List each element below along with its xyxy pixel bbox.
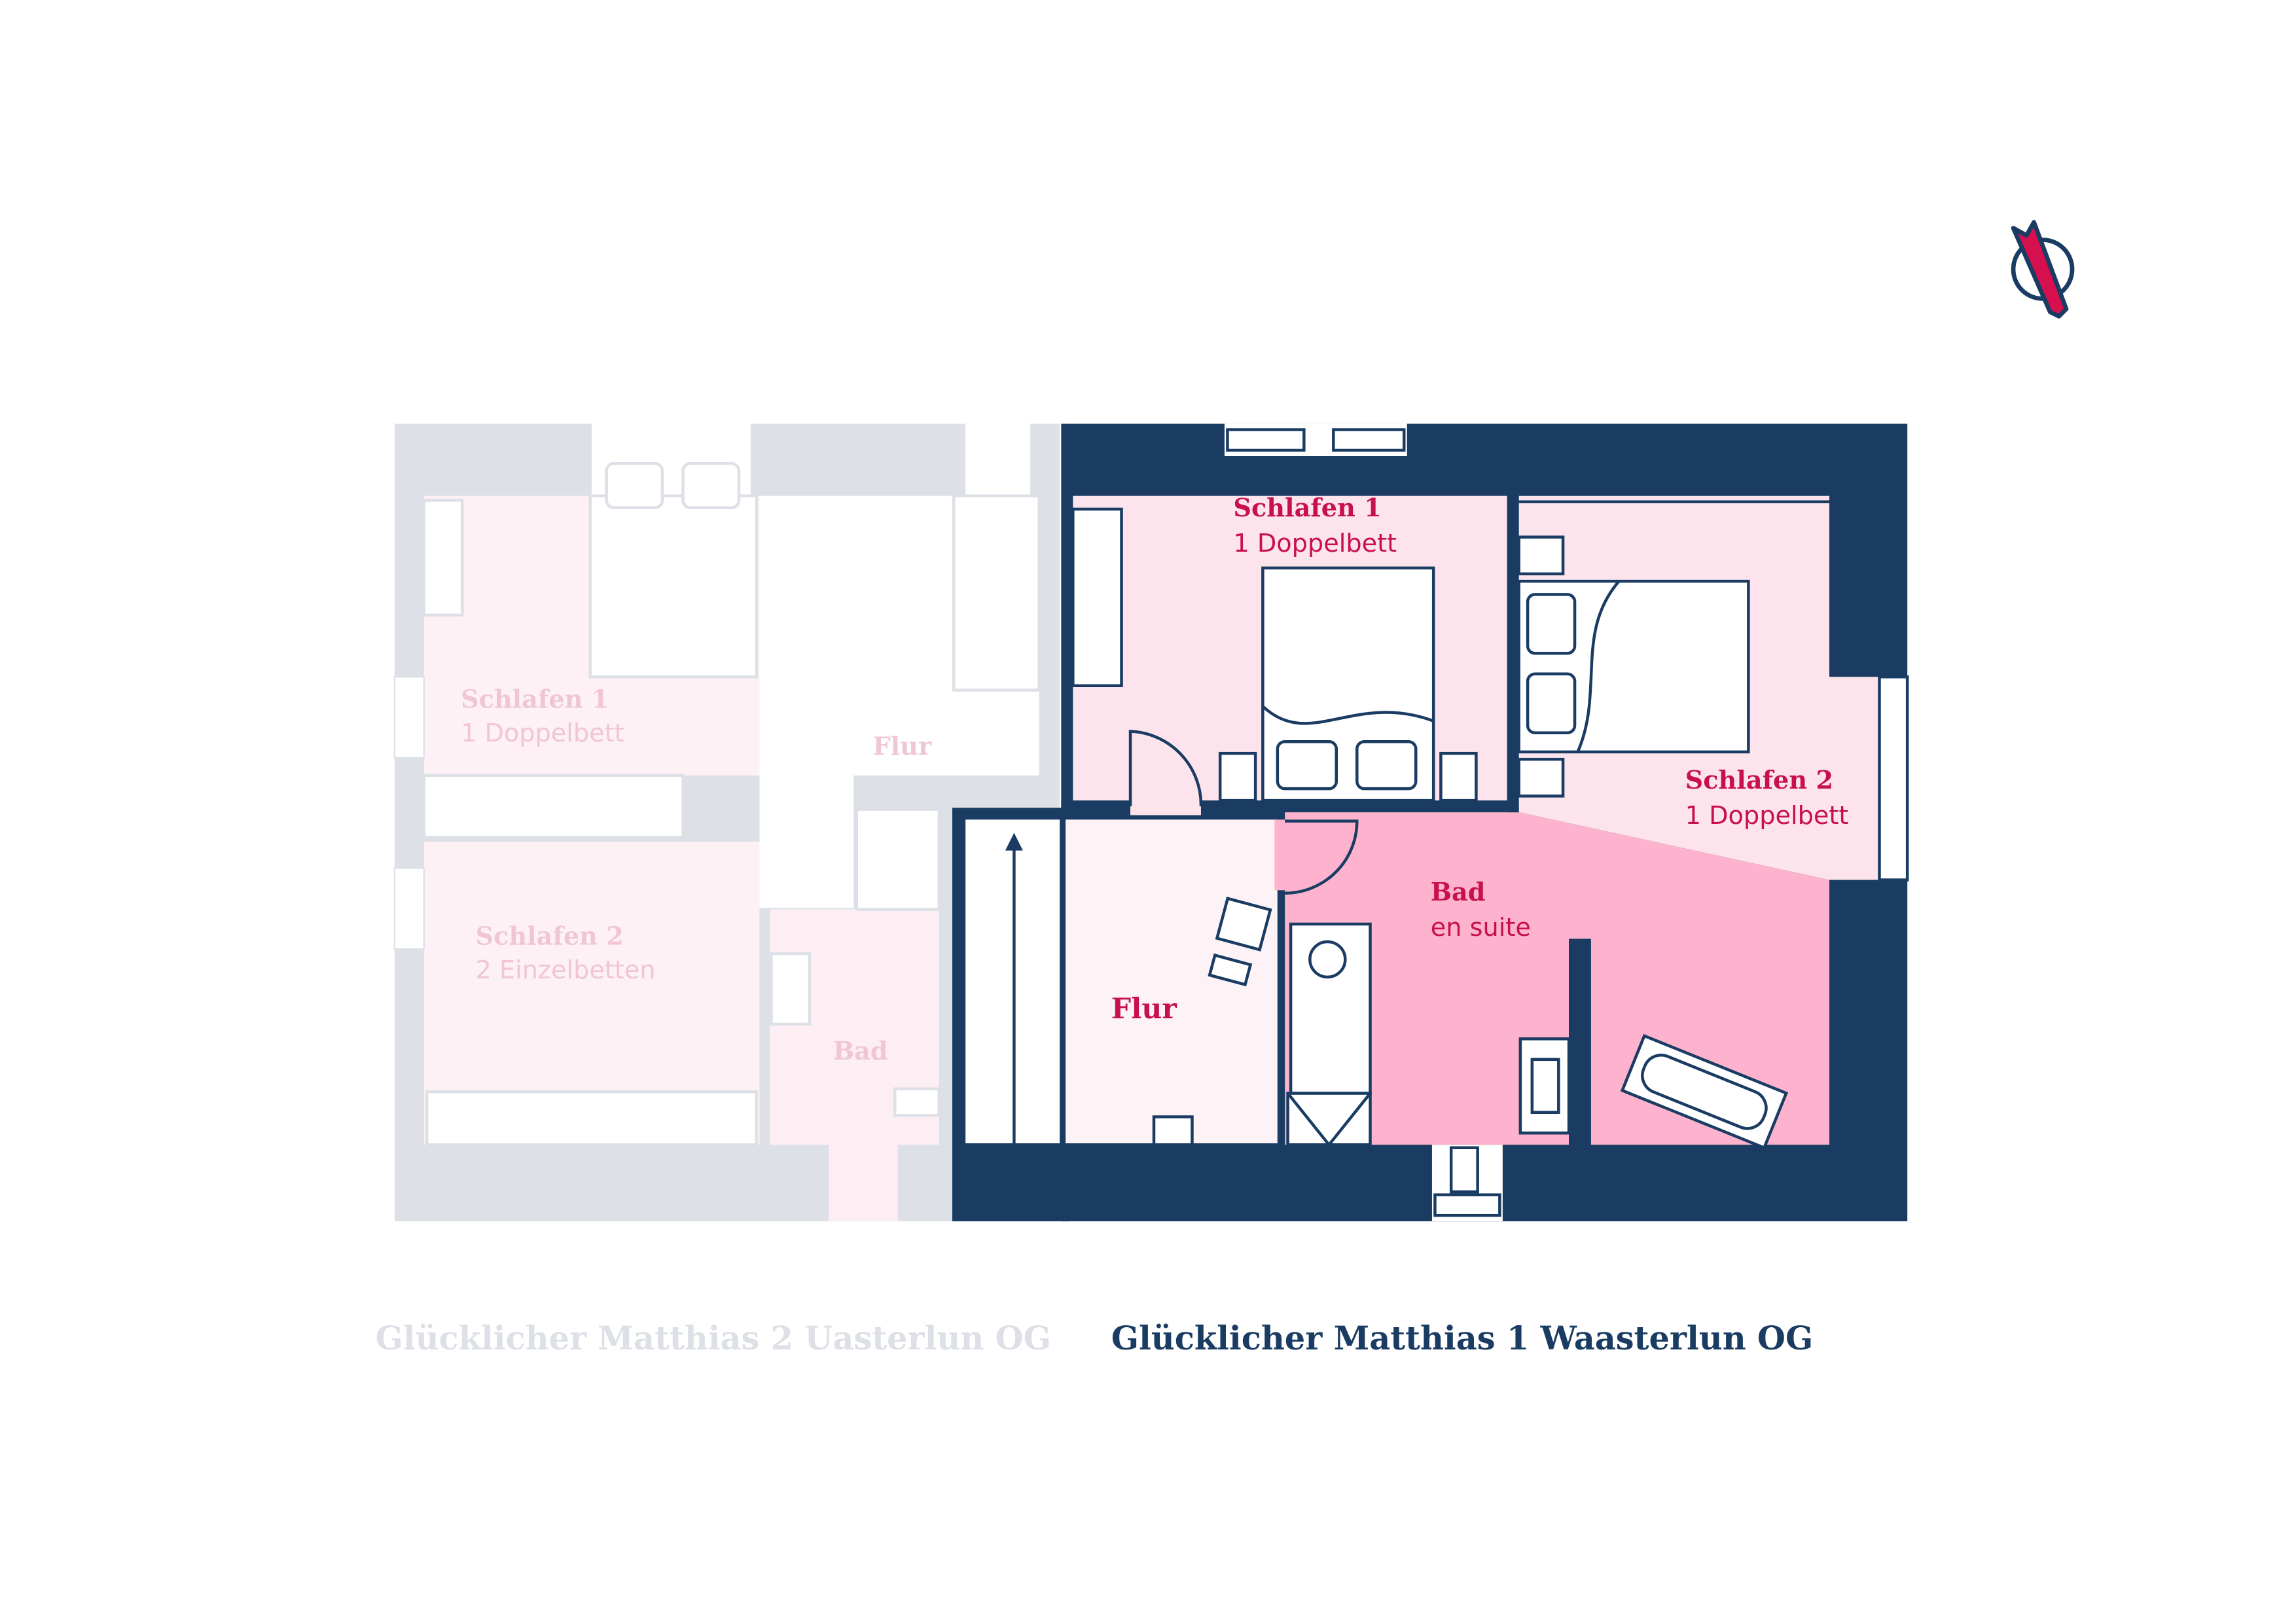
north-arrow-icon <box>2011 220 2075 319</box>
room-label: Schlafen 1 <box>1233 493 1381 523</box>
room-label: Flur <box>1111 993 1177 1026</box>
left-room-label: Schlafen 1 <box>461 685 609 714</box>
left-room-label: Schlafen 2 <box>475 921 623 951</box>
room-label: Schlafen 2 <box>1685 766 1833 795</box>
plan-title-right[interactable]: Glücklicher Matthias 1 Waasterlun OG <box>1111 1319 1813 1357</box>
left-room-detail: 1 Doppelbett <box>461 719 624 748</box>
door[interactable] <box>1128 730 1203 807</box>
room-detail: 1 Doppelbett <box>1233 529 1397 558</box>
room-label: Bad <box>1431 878 1486 907</box>
door[interactable] <box>1285 819 1359 895</box>
left-room-label: Flur <box>873 732 932 761</box>
floor-plan-right[interactable]: Schlafen 1 1 Doppelbett Schlafen 2 1 Dop… <box>952 423 1909 1222</box>
window <box>1224 423 1909 1222</box>
room-detail: en suite <box>1431 914 1531 942</box>
room-detail: 1 Doppelbett <box>1685 802 1849 830</box>
stair-arrow-icon <box>1005 832 1023 851</box>
plan-title-left[interactable]: Glücklicher Matthias 2 Uasterlun OG <box>376 1319 1051 1357</box>
left-room-label: Bad <box>833 1037 888 1066</box>
floor-plan-left[interactable]: Schlafen 1 1 Doppelbett Flur Schlafen 2 … <box>393 423 1060 1222</box>
left-room-detail: 2 Einzelbetten <box>475 956 655 985</box>
